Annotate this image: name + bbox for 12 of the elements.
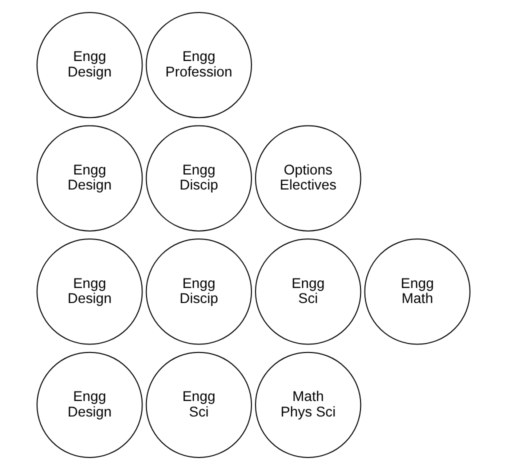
node-circle: Engg Discip (146, 125, 252, 232)
node-circle: Math Phys Sci (255, 352, 362, 458)
node-circle: Engg Design (36, 238, 143, 345)
node-circle: Engg Design (36, 125, 143, 232)
node-circle: Engg Design (36, 12, 143, 118)
node-circle: Engg Math (364, 238, 470, 345)
node-circle: Engg Profession (146, 12, 252, 118)
node-circle: Engg Sci (255, 238, 362, 345)
node-circle: Options Electives (255, 125, 362, 232)
node-circle: Engg Design (36, 352, 143, 458)
node-circle: Engg Sci (146, 352, 252, 458)
node-circle: Engg Discip (146, 238, 252, 345)
